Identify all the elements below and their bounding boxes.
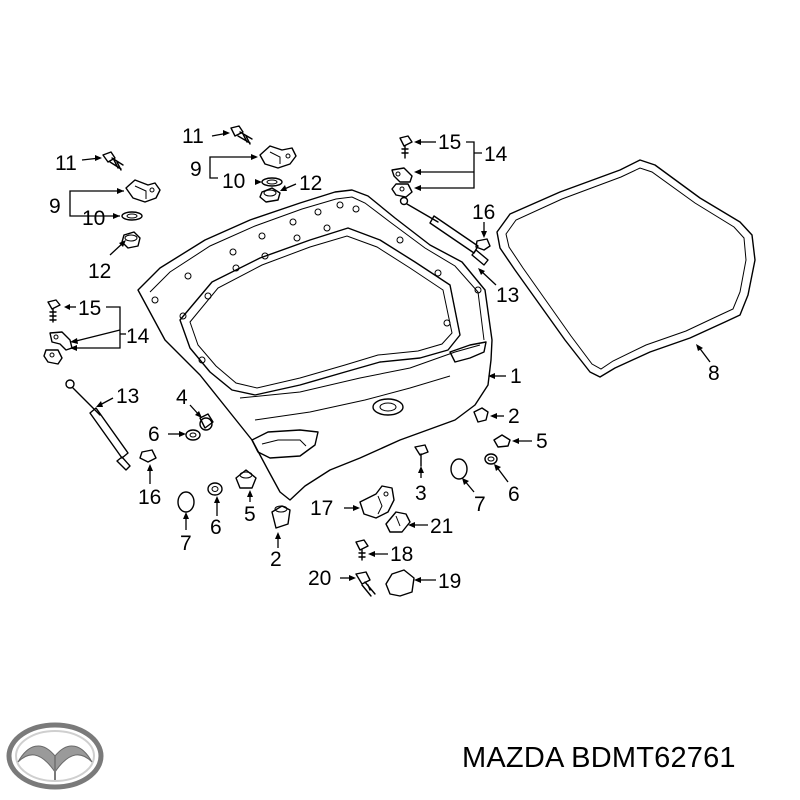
cap-7-left xyxy=(177,491,195,513)
callout-18: 18 xyxy=(390,543,413,566)
hinge-9-left xyxy=(125,179,161,203)
callout-3: 3 xyxy=(415,482,427,505)
washer-10-left xyxy=(121,211,143,221)
bumper-16-left xyxy=(139,449,157,463)
callout-11-left: 11 xyxy=(55,152,77,175)
strut-brackets-14-right xyxy=(391,167,413,198)
callout-20: 20 xyxy=(308,567,331,590)
bolt-11-left xyxy=(102,151,124,171)
strut-brackets-14-left xyxy=(43,331,73,365)
hinge-9-top xyxy=(259,145,297,169)
nut-12-left xyxy=(121,231,141,249)
bolt-11-top xyxy=(230,125,253,145)
callout-6-right: 6 xyxy=(508,483,520,506)
clip-3 xyxy=(414,444,429,467)
callout-7-left: 7 xyxy=(180,532,192,555)
stopper-5-left xyxy=(235,469,257,489)
callout-17: 17 xyxy=(310,497,333,520)
weatherstrip-seal xyxy=(496,159,756,378)
callout-7-right: 7 xyxy=(474,493,486,516)
callout-15-left: 15 xyxy=(78,297,101,320)
callout-6-upper: 6 xyxy=(148,423,160,446)
callout-9-top: 9 xyxy=(190,158,202,181)
bumper-2-left xyxy=(271,505,291,529)
gas-strut-13-left xyxy=(65,379,131,471)
callout-12-left: 12 xyxy=(88,260,111,283)
callout-2-right: 2 xyxy=(508,405,520,428)
bolt-15-right xyxy=(399,135,413,159)
grommet-6-lower xyxy=(207,482,223,496)
mazda-logo-icon xyxy=(6,722,104,790)
callout-19: 19 xyxy=(438,570,461,593)
callout-14-left: 14 xyxy=(126,325,150,348)
callout-10-top: 10 xyxy=(222,170,245,193)
callout-2-left: 2 xyxy=(270,548,282,571)
bolt-20 xyxy=(355,571,376,597)
washer-10-left-hole xyxy=(126,213,138,219)
leader-lines xyxy=(64,130,711,583)
part-number-caption: MAZDA BDMT62761 xyxy=(462,742,736,774)
callout-9-left: 9 xyxy=(49,195,61,218)
callout-5-left: 5 xyxy=(244,503,256,526)
callout-11-top: 11 xyxy=(182,125,204,148)
nut-12-top xyxy=(259,187,281,203)
gas-strut-13-right xyxy=(399,196,489,266)
bumper-16-right xyxy=(475,238,491,251)
callout-4: 4 xyxy=(176,386,188,409)
grommet-6-upper xyxy=(185,429,201,441)
stopper-5-right xyxy=(493,434,511,448)
callout-15-right: 15 xyxy=(438,131,461,154)
washer-10-top-hole xyxy=(266,179,278,185)
bolt-18 xyxy=(355,539,369,561)
callout-10-left: 10 xyxy=(82,207,105,230)
callout-21: 21 xyxy=(430,515,453,538)
grommet-6-right xyxy=(484,453,498,465)
callout-labels: 11 9 10 12 15 14 13 4 6 16 7 6 5 2 11 9 … xyxy=(49,125,720,593)
callout-16-left: 16 xyxy=(138,486,161,509)
cover-19 xyxy=(385,569,415,597)
bumper-2-right xyxy=(473,407,489,423)
callout-16-right: 16 xyxy=(472,201,495,224)
callout-1: 1 xyxy=(510,365,522,388)
clip-4 xyxy=(199,413,214,431)
callout-14-right: 14 xyxy=(484,143,508,166)
cap-7-right xyxy=(450,458,468,480)
washer-10-top xyxy=(261,177,283,187)
liftgate-panel xyxy=(137,189,493,501)
bolt-15-left xyxy=(47,299,61,323)
callout-13-right: 13 xyxy=(496,284,519,307)
callout-8: 8 xyxy=(708,362,720,385)
callout-13-left: 13 xyxy=(116,385,139,408)
callout-6-lower: 6 xyxy=(210,516,222,539)
callout-5-right: 5 xyxy=(536,430,548,453)
latch-17 xyxy=(359,485,395,519)
striker-21 xyxy=(385,511,411,533)
callout-12-top: 12 xyxy=(299,172,322,195)
